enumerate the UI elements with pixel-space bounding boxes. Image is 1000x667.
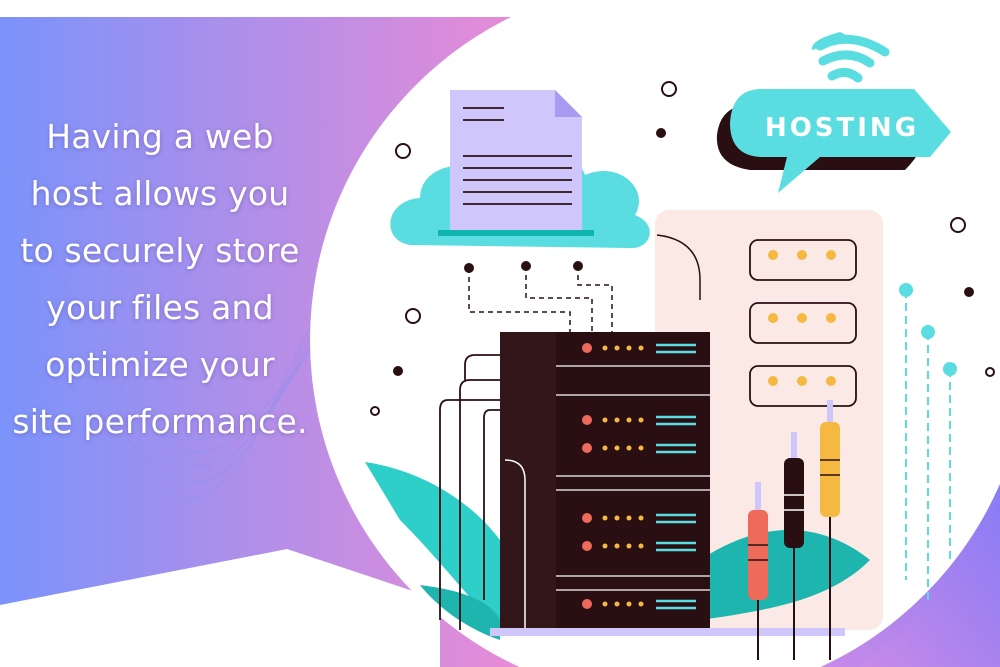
- cable-plugs: [748, 400, 840, 660]
- document-icon: [438, 90, 594, 236]
- white-corner: [0, 549, 440, 667]
- rack-slots: [749, 239, 857, 407]
- hosting-badge: HOSTING: [716, 32, 951, 193]
- status-led: [582, 443, 592, 453]
- status-led: [582, 343, 592, 353]
- caption-text: Having a web host allows you to securely…: [12, 117, 308, 441]
- server-units: [556, 343, 710, 610]
- hosting-badge-label: HOSTING: [765, 113, 919, 143]
- wave-pattern: [0, 149, 331, 499]
- decorative-dots: [370, 81, 995, 416]
- status-led: [582, 599, 592, 609]
- status-led: [582, 541, 592, 551]
- wifi-icon: [815, 34, 890, 57]
- plant-leaf: [365, 462, 500, 630]
- plant-leaf: [700, 530, 870, 620]
- status-led: [582, 415, 592, 425]
- status-led: [582, 513, 592, 523]
- rack-panel: [655, 210, 883, 630]
